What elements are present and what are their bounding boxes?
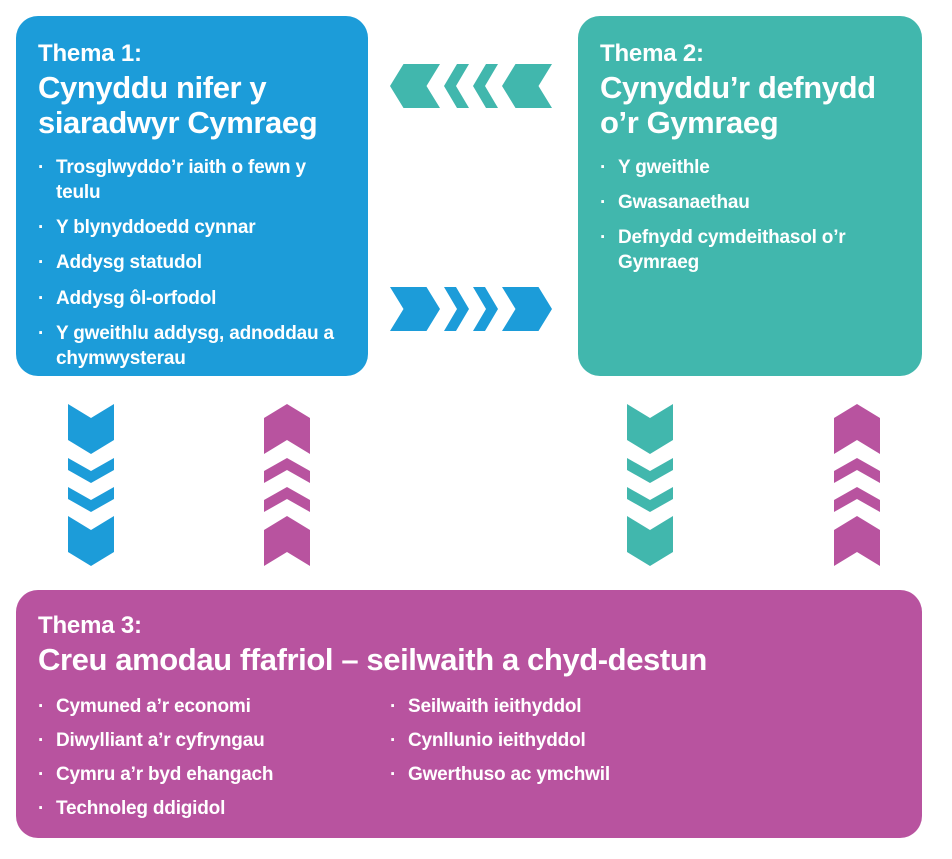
list-item: Y gweithle [600,155,906,180]
chevron-segment [390,64,440,108]
chevron-segment [502,287,552,331]
chevron-segment [834,487,880,512]
bullet-text: Seilwaith ieithyddol [408,695,582,717]
list-item: Cymuned a’r economi [38,694,390,719]
chevron-segment [444,287,469,331]
chevron-segment [390,287,440,331]
bullet-icon [38,286,56,311]
thema2-bullet-list: Y gweithle Gwasanaethau Defnydd cymdeith… [600,155,906,275]
bullet-text: Defnydd cymdeithasol o’r Gymraeg [618,227,846,274]
chevron-segment [68,487,114,512]
chevron-arrow-up-icon [834,404,880,566]
bullet-text: Gwasanaethau [618,192,750,214]
thema1-bullet-list: Trosglwyddo’r iaith o fewn y teulu Y bly… [38,155,352,371]
bullet-icon [38,215,56,240]
bullet-icon [38,321,56,346]
chevron-segment [473,64,498,108]
bullet-text: Cymru a’r byd ehangach [56,763,274,785]
bullet-text: Y gweithle [618,157,710,179]
bullet-icon [38,728,56,753]
chevron-arrow-up-icon [264,404,310,566]
thema1-label: Thema 1: [38,40,142,67]
bullet-icon [38,796,56,821]
chevron-segment [264,404,310,454]
list-item: Technoleg ddigidol [38,796,390,821]
chevron-segment [834,458,880,483]
thema3-box: Thema 3: Creu amodau ffafriol – seilwait… [16,590,922,838]
chevron-segment [627,516,673,566]
bullet-text: Cynllunio ieithyddol [408,729,586,751]
bullet-text: Diwylliant a’r cyfryngau [56,729,265,751]
chevron-segment [68,404,114,454]
list-item: Diwylliant a’r cyfryngau [38,728,390,753]
bullet-text: Y blynyddoedd cynnar [56,217,256,239]
bullet-text: Gwerthuso ac ymchwil [408,763,610,785]
bullet-text: Addysg ôl-orfodol [56,287,217,309]
bullet-icon [38,762,56,787]
thema1-title: Cynyddu nifer y siaradwyr Cymraeg [38,69,318,140]
bullet-text: Y gweithlu addysg, adnoddau a chymwyster… [56,322,334,369]
chevron-segment [68,458,114,483]
chevron-segment [264,516,310,566]
thema3-left-bullet-list: Cymuned a’r economi Diwylliant a’r cyfry… [38,694,390,821]
chevron-arrow-down-icon [68,404,114,566]
chevron-segment [627,458,673,483]
thema2-label: Thema 2: [600,40,704,67]
list-item: Cynllunio ieithyddol [390,728,790,753]
chevron-arrow-right-icon [390,287,552,331]
chevron-segment [444,64,469,108]
bullet-icon [600,155,618,180]
list-item: Cymru a’r byd ehangach [38,762,390,787]
thema3-columns: Cymuned a’r economi Diwylliant a’r cyfry… [38,678,906,830]
list-item: Addysg statudol [38,250,352,275]
bullet-text: Technoleg ddigidol [56,797,226,819]
bullet-icon [390,694,408,719]
list-item: Defnydd cymdeithasol o’r Gymraeg [600,225,906,275]
bullet-icon [390,762,408,787]
chevron-segment [834,404,880,454]
bullet-icon [600,190,618,215]
thema2-title: Cynyddu’r defnydd o’r Gymraeg [600,69,876,140]
chevron-arrow-left-icon [390,64,552,108]
bullet-icon [38,694,56,719]
bullet-icon [600,225,618,250]
list-item: Trosglwyddo’r iaith o fewn y teulu [38,155,352,205]
chevron-segment [264,458,310,483]
chevron-segment [627,404,673,454]
thema3-title: Creu amodau ffafriol – seilwaith a chyd-… [38,641,707,677]
chevron-segment [473,287,498,331]
list-item: Gwasanaethau [600,190,906,215]
list-item: Y gweithlu addysg, adnoddau a chymwyster… [38,321,352,371]
list-item: Gwerthuso ac ymchwil [390,762,790,787]
chevron-segment [834,516,880,566]
list-item: Addysg ôl-orfodol [38,286,352,311]
list-item: Seilwaith ieithyddol [390,694,790,719]
thema2-box: Thema 2: Cynyddu’r defnydd o’r Gymraeg Y… [578,16,922,376]
chevron-arrow-down-icon [627,404,673,566]
bullet-text: Cymuned a’r economi [56,695,251,717]
chevron-segment [627,487,673,512]
thema3-right-column: Seilwaith ieithyddol Cynllunio ieithyddo… [390,678,790,830]
bullet-text: Addysg statudol [56,252,202,274]
chevron-segment [502,64,552,108]
thema3-left-column: Cymuned a’r economi Diwylliant a’r cyfry… [38,678,390,830]
chevron-segment [68,516,114,566]
thema3-right-bullet-list: Seilwaith ieithyddol Cynllunio ieithyddo… [390,694,790,787]
bullet-text: Trosglwyddo’r iaith o fewn y teulu [56,157,306,204]
thema1-box: Thema 1: Cynyddu nifer y siaradwyr Cymra… [16,16,368,376]
chevron-segment [264,487,310,512]
bullet-icon [38,155,56,180]
bullet-icon [38,250,56,275]
bullet-icon [390,728,408,753]
thema3-label: Thema 3: [38,612,142,639]
list-item: Y blynyddoedd cynnar [38,215,352,240]
